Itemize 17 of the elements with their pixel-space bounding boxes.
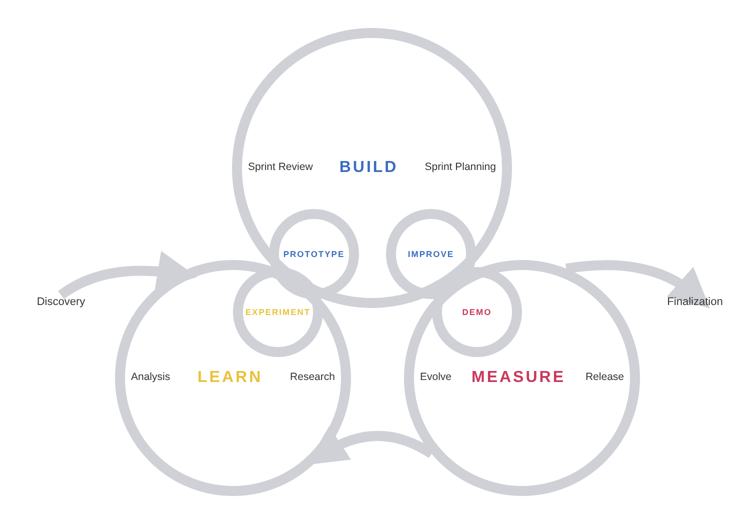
step-label: Analysis — [131, 370, 170, 386]
phase-title: MEASURE — [471, 368, 566, 388]
loop-label: DEMO — [462, 306, 492, 318]
loop-label: IMPROVE — [408, 248, 454, 260]
phase-title: LEARN — [198, 368, 263, 388]
flow-arrow — [58, 251, 198, 300]
loop-label: EXPERIMENT — [245, 306, 311, 318]
stage-label: Discovery — [31, 297, 91, 308]
step-label: Release — [585, 370, 624, 386]
loop-label: PROTOTYPE — [283, 248, 345, 260]
stage-label: Finalization — [660, 297, 730, 308]
step-label: Sprint Review — [248, 160, 313, 176]
step-label: Evolve — [420, 370, 452, 386]
phase-title: BUILD — [339, 158, 398, 178]
flow-arrow — [566, 260, 711, 308]
step-label: Sprint Planning — [424, 160, 496, 176]
step-label: Research — [290, 370, 335, 386]
